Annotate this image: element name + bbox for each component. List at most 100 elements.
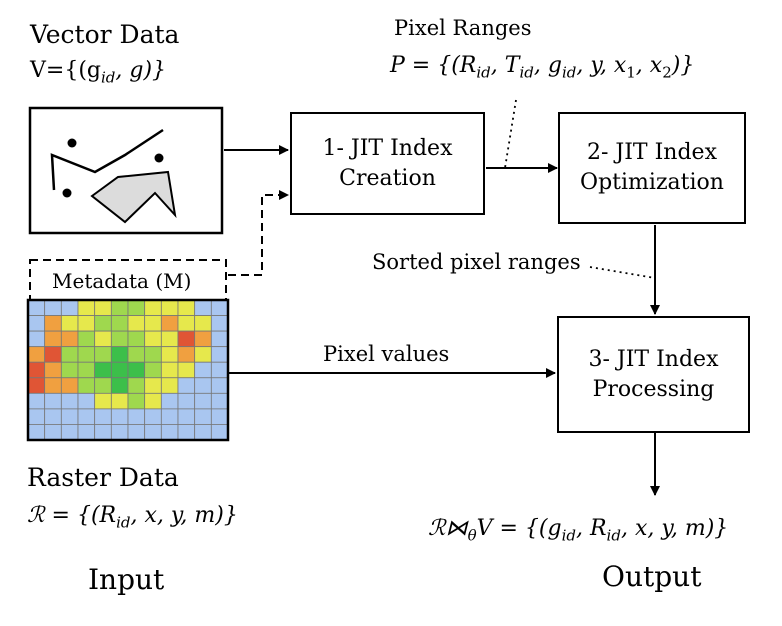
raster-cell [44,346,62,363]
raster-cell [110,392,129,410]
raster-cell [177,315,196,332]
raster-cell [110,346,129,363]
raster-cell [194,424,212,441]
raster-cell [194,315,212,332]
raster-cell [160,346,179,363]
raster-cell [144,315,162,332]
step3-line2: Processing [592,376,715,402]
raster-cell [44,299,62,316]
raster-cell [110,424,129,441]
raster-cell [127,424,146,441]
raster-cell [210,346,229,363]
metadata-box [29,259,227,301]
raster-border [26,298,230,442]
raster-cell [27,346,46,363]
step2-line2: Optimization [580,170,724,195]
raster-cell [194,361,212,379]
raster-cell [27,377,46,394]
raster-cell [60,330,79,348]
raster-cell [127,315,146,332]
raster-cell [160,377,179,394]
raster-cell [144,392,162,410]
raster-cell [27,392,46,410]
raster-cell [210,330,229,348]
raster-cell [27,330,46,348]
raster-cell [160,392,179,410]
raster-cell [194,392,212,410]
raster-cell [94,346,112,363]
raster-cell [27,408,46,425]
vector-line-feature [50,128,164,191]
pixel-ranges-formula: P = {(Rid, Tid, gid, y, x1, x2)} [390,53,695,82]
raster-cell [210,299,229,316]
raster-cell [44,392,62,410]
vector-point-feature [154,153,164,163]
raster-cell [110,299,129,316]
step2-jit-index-optimization: 2- JIT Index Optimization [558,112,746,224]
raster-cell [60,392,79,410]
raster-cell [60,346,79,363]
raster-cell [127,361,146,379]
raster-cell [77,361,96,379]
raster-cell [177,299,196,316]
raster-cell [127,346,146,363]
raster-cell [94,315,112,332]
raster-cell [44,424,62,441]
step1-jit-index-creation: 1- JIT Index Creation [290,112,485,215]
vector-data-formula: V={(gid, g)} [30,58,167,87]
raster-cell [60,424,79,441]
raster-cell [60,361,79,379]
raster-cell [144,408,162,425]
raster-cell [77,346,96,363]
raster-cell [210,315,229,332]
raster-cell [194,299,212,316]
raster-cell [144,424,162,441]
raster-cell [77,408,96,425]
raster-cell [177,377,196,394]
step3-jit-index-processing: 3- JIT Index Processing [557,316,750,433]
step1-line2: Creation [339,165,436,191]
raster-cell [94,392,112,410]
sorted-pixel-ranges-label: Sorted pixel ranges [372,250,581,274]
output-formula: ℛ⋈θV = {(gid, Rid, x, y, m)} [428,516,729,545]
raster-cell [144,330,162,348]
raster-cell [27,361,46,379]
raster-cell [177,392,196,410]
vector-data-title: Vector Data [30,20,180,49]
pixel-values-label: Pixel values [323,342,450,366]
raster-cell [77,392,96,410]
sorted-ranges-pointer [589,266,656,279]
raster-cell [60,315,79,332]
raster-cell [194,408,212,425]
raster-cell [144,346,162,363]
raster-cell [144,377,162,394]
raster-cell [77,377,96,394]
step1-line1: 1- JIT Index [322,135,453,161]
raster-cell [44,377,62,394]
raster-cell [127,377,146,394]
raster-cell [144,361,162,379]
raster-cell [177,408,196,425]
raster-cell [177,346,196,363]
raster-cell [177,330,196,348]
raster-cell [127,299,146,316]
raster-data-title: Raster Data [27,463,179,492]
raster-cell [60,408,79,425]
raster-cell [210,361,229,379]
raster-cell [160,315,179,332]
raster-cell [210,408,229,425]
raster-cell [77,424,96,441]
raster-cell [94,424,112,441]
raster-cell [210,424,229,441]
raster-cell [94,361,112,379]
raster-cell [77,299,96,316]
raster-cell [110,408,129,425]
pixel-ranges-pointer [504,99,517,169]
vector-point-feature [62,188,72,198]
step2-line1: 2- JIT Index [587,140,717,166]
raster-cell [160,424,179,441]
metadata-label: Metadata (M) [52,269,192,293]
raster-cell [110,377,129,394]
raster-cell [94,299,112,316]
